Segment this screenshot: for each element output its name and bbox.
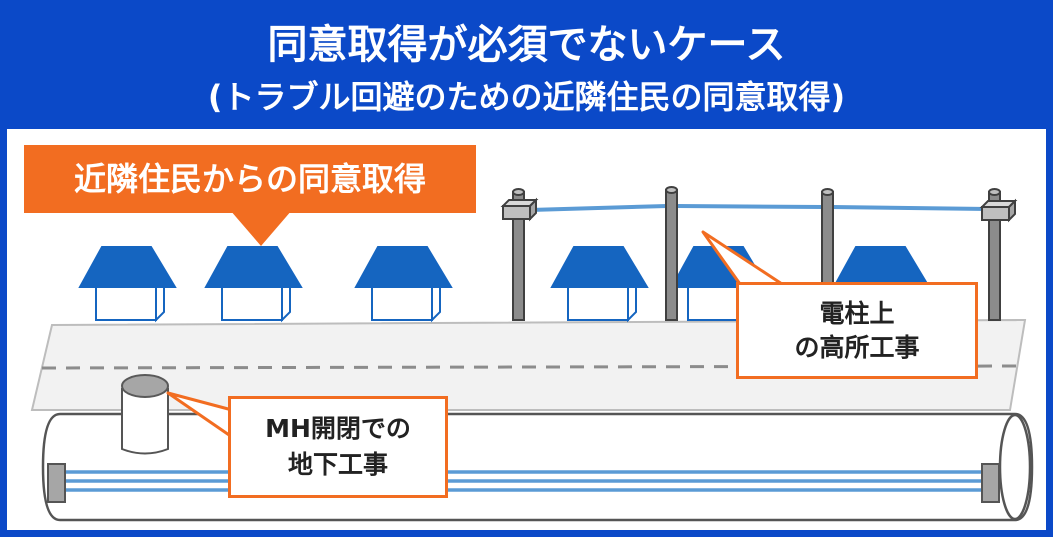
- manhole-work-callout: MH開閉での 地下工事: [228, 396, 448, 498]
- manhole-cover: [121, 374, 169, 398]
- cable-terminal-right: [981, 463, 1000, 503]
- overhead-wire: [529, 204, 668, 212]
- utility-pole: [500, 188, 539, 321]
- house: [78, 246, 177, 323]
- road-center-line: [41, 364, 1019, 370]
- pole-callout-line2: の高所工事: [794, 332, 920, 362]
- manhole-callout-line2: 地下工事: [287, 450, 388, 479]
- header-bar: 同意取得が必須でないケース (トラブル回避のための近隣住民の同意取得): [7, 7, 1046, 129]
- neighbor-consent-banner: 近隣住民からの同意取得: [24, 145, 476, 213]
- banner-arrow: [230, 210, 292, 246]
- cable-terminal-left: [47, 463, 66, 503]
- pole-callout-line1: 電柱上: [819, 298, 895, 328]
- page-subtitle: (トラブル回避のための近隣住民の同意取得): [207, 78, 846, 116]
- overhead-wire: [675, 204, 824, 209]
- overhead-wire: [831, 205, 989, 211]
- manhole-callout-line1: MH開閉での: [265, 414, 411, 443]
- underground-cables: [66, 470, 982, 492]
- manhole: [121, 374, 169, 455]
- page-title: 同意取得が必須でないケース: [267, 22, 786, 68]
- house: [204, 246, 303, 323]
- house: [354, 246, 453, 323]
- utility-pole: [979, 188, 1018, 321]
- utility-pole: [665, 186, 678, 321]
- underground-tube: [41, 412, 1034, 522]
- house: [550, 246, 649, 323]
- pole-work-callout: 電柱上 の高所工事: [736, 282, 978, 379]
